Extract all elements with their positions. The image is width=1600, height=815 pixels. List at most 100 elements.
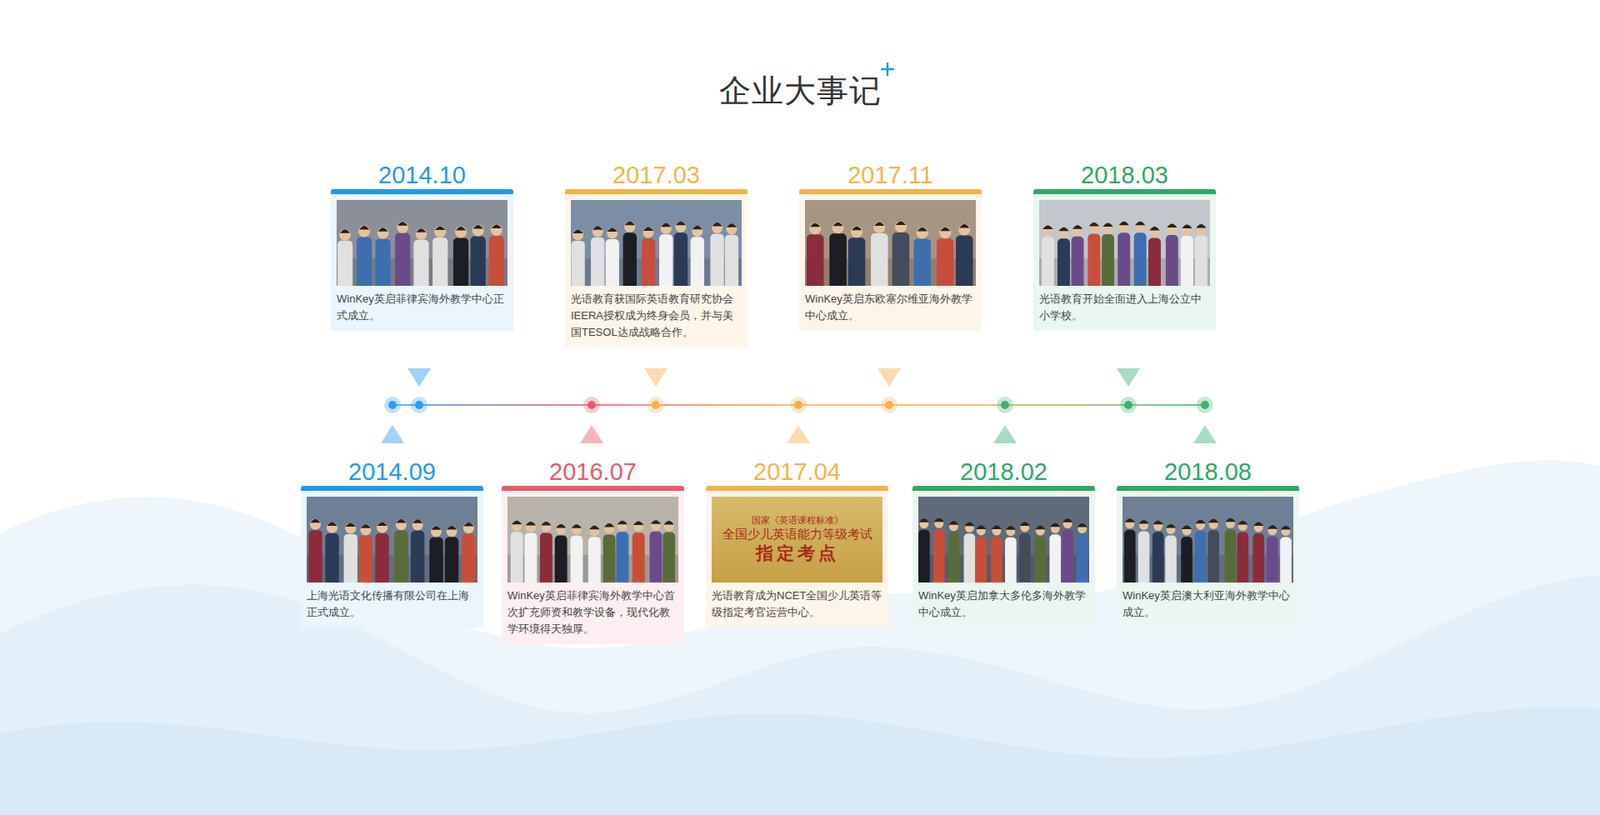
timeline-dot	[794, 400, 803, 410]
person-body	[933, 529, 945, 583]
event-date: 2018.08	[1116, 457, 1300, 486]
event-photo-frame	[570, 200, 742, 286]
event-description: 光语教育获国际英语教育研究协会IEERA授权成为终身会员，并与美国TESOL达成…	[570, 290, 742, 341]
event-panel: WinKey英启东欧塞尔维亚海外教学中心成立。	[799, 189, 982, 331]
person-head	[1089, 223, 1100, 234]
person-body	[603, 534, 616, 583]
person-body	[1180, 536, 1193, 583]
person-head	[1059, 227, 1070, 238]
person-head	[571, 525, 582, 535]
person-hair	[1153, 520, 1164, 525]
event-date: 2014.09	[300, 457, 484, 486]
event-panel: WinKey英启菲律宾海外教学中心首次扩充师资和教学设备，现代化教学环境得天独厚…	[501, 485, 685, 645]
event-card: 2017.03光语教育获国际英语教育研究协会IEERA授权成为终身会员，并与美国…	[565, 160, 748, 348]
person-body	[395, 233, 410, 286]
person-head	[606, 227, 618, 239]
person-hair	[573, 229, 584, 234]
timeline-dot-halo	[647, 396, 665, 414]
person-hair	[810, 223, 820, 228]
person-head	[895, 220, 907, 233]
person-hair	[991, 525, 1002, 530]
person-head	[939, 226, 951, 239]
person-hair	[975, 525, 986, 530]
event-photo-frame	[1039, 200, 1210, 286]
person-body	[1165, 235, 1179, 286]
person-head	[310, 519, 321, 530]
event-date: 2018.02	[912, 457, 1095, 486]
person-hair	[692, 225, 703, 230]
timeline-dot	[1200, 400, 1210, 410]
event-date: 2017.11	[799, 160, 982, 190]
person-body	[570, 240, 585, 286]
person-hair	[1050, 523, 1060, 528]
person-head	[490, 224, 503, 236]
person-hair	[395, 519, 406, 524]
person-hair	[1077, 523, 1088, 528]
person-body	[948, 532, 960, 583]
event-photo	[805, 200, 976, 286]
event-description: WinKey英启澳大利亚海外教学中心成立。	[1122, 587, 1294, 621]
person-body	[955, 235, 974, 286]
person-body	[410, 530, 425, 583]
event-description: WinKey英启菲律宾海外教学中心正式成立。	[336, 290, 508, 325]
person-head	[592, 225, 604, 237]
timeline-dot-halo	[410, 396, 428, 414]
person-body	[375, 239, 390, 286]
person-body	[1195, 530, 1207, 583]
person-body	[1252, 533, 1265, 583]
person-head	[660, 223, 672, 235]
timeline-dot	[1124, 400, 1133, 410]
person-body	[1207, 530, 1220, 583]
person-hair	[1181, 224, 1192, 229]
person-hair	[934, 518, 945, 523]
event-card: 2018.02WinKey英启加拿大多伦多海外教学中心成立。	[912, 457, 1095, 628]
pointer-triangle	[407, 368, 431, 387]
person-body	[359, 535, 373, 583]
person-hair	[664, 520, 675, 525]
person-head	[589, 525, 600, 536]
pointer-triangle	[380, 425, 405, 444]
person-head	[472, 225, 485, 237]
person-hair	[1103, 223, 1114, 228]
person-body	[590, 237, 605, 286]
person-hair	[874, 222, 885, 227]
person-head	[809, 222, 821, 235]
person-body	[1117, 232, 1130, 286]
pointer-triangle	[580, 425, 604, 444]
person-body	[470, 236, 486, 286]
person-body	[1041, 236, 1055, 286]
plaque-text: 指定考点	[755, 542, 840, 565]
person-body	[308, 530, 322, 583]
person-body	[975, 536, 988, 583]
person-body	[1152, 531, 1165, 583]
person-hair	[1166, 224, 1177, 229]
event-date: 2016.07	[501, 457, 685, 486]
person-body	[725, 235, 739, 286]
timeline-dot	[651, 400, 660, 410]
person-hair	[650, 520, 661, 525]
event-photo-frame: 国家《英语课程标准》全国少儿英语能力等级考试指定考点	[711, 496, 883, 583]
person-head	[415, 228, 427, 240]
person-head	[675, 221, 686, 233]
person-head	[377, 227, 390, 240]
person-hair	[1139, 520, 1150, 525]
timeline-dot-halo	[790, 396, 807, 414]
person-head	[412, 519, 424, 530]
person-head	[1072, 225, 1083, 236]
person-hair	[360, 524, 371, 529]
person-hair	[1195, 520, 1206, 525]
person-hair	[1072, 225, 1083, 230]
person-body	[1236, 531, 1249, 583]
event-card: 2016.07WinKey英启菲律宾海外教学中心首次扩充师资和教学设备，现代化教…	[501, 457, 685, 645]
wave	[0, 460, 1600, 815]
person-body	[524, 532, 537, 583]
person-hair	[617, 520, 628, 525]
person-hair	[1042, 225, 1053, 230]
person-head	[326, 522, 338, 534]
person-hair	[571, 524, 582, 529]
person-head	[463, 522, 475, 534]
person-hair	[377, 521, 388, 526]
person-body	[662, 532, 675, 583]
person-head	[624, 221, 635, 233]
